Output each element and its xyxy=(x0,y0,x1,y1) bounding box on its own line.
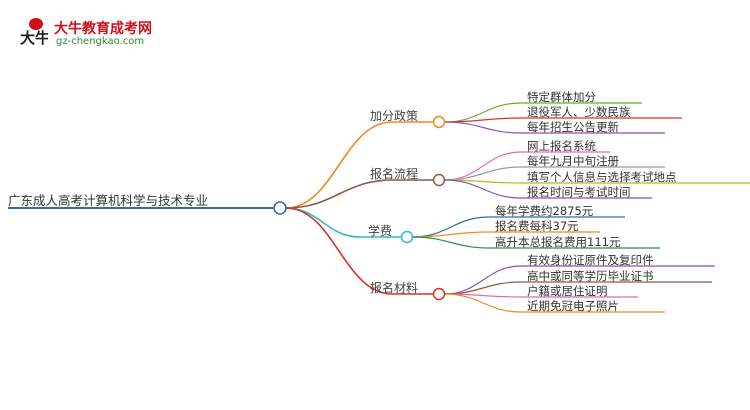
leaf-label: 户籍或居住证明 xyxy=(527,284,608,298)
logo-title: 大牛教育成考网 xyxy=(54,21,152,37)
logo-mark-text: 大牛 xyxy=(20,29,48,47)
branch-leaf-connector xyxy=(444,179,522,199)
branch-label: 学费 xyxy=(368,223,392,238)
logo-url: gz-chengkao.com xyxy=(56,36,145,47)
root-branch-connector xyxy=(285,121,393,209)
branch-label: 报名材料 xyxy=(370,280,418,295)
root-branch-connector xyxy=(285,179,393,209)
root-topic-label: 广东成人高考计算机科学与技术专业 xyxy=(8,193,208,208)
leaf-label: 报名时间与考试时间 xyxy=(527,185,631,199)
branch-leaf-connector xyxy=(444,265,522,295)
leaf-label: 高升本总报名费用111元 xyxy=(495,235,621,249)
branch-leaf-connector xyxy=(444,117,522,123)
leaf-label: 特定群体加分 xyxy=(527,90,596,104)
branch-leaf-connector xyxy=(444,102,522,123)
leaf-label: 网上报名系统 xyxy=(527,139,596,153)
branch-collapse-toggle[interactable] xyxy=(432,173,446,187)
branch-collapse-toggle[interactable] xyxy=(400,230,414,244)
branch-leaf-connector xyxy=(444,151,522,181)
branch-label: 报名流程 xyxy=(370,166,418,181)
leaf-label: 每年九月中旬注册 xyxy=(527,154,619,168)
root-branch-connector xyxy=(285,207,393,295)
leaf-label: 近期免冠电子照片 xyxy=(527,299,619,313)
leaf-label: 高中或同等学历毕业证书 xyxy=(527,269,654,283)
leaf-label: 每年招生公告更新 xyxy=(527,120,619,134)
branch-leaf-connector xyxy=(444,281,522,295)
root-branch-connector xyxy=(285,207,361,238)
branch-leaf-connector xyxy=(444,166,522,181)
branch-label: 加分政策 xyxy=(370,109,418,123)
leaf-label: 有效身份证原件及复印件 xyxy=(527,253,654,267)
root-collapse-toggle[interactable] xyxy=(273,201,287,215)
branch-leaf-connector xyxy=(412,236,490,249)
branch-leaf-connector xyxy=(444,293,522,313)
leaf-label: 每年学费约2875元 xyxy=(495,204,594,218)
logo-mark-icon: 大牛 xyxy=(20,18,48,47)
branch-leaf-connector xyxy=(412,231,490,238)
branch-collapse-toggle[interactable] xyxy=(432,115,446,129)
site-logo[interactable]: 大牛 大牛教育成考网 gz-chengkao.com xyxy=(18,14,168,54)
leaf-label: 填写个人信息与选择考试地点 xyxy=(527,170,677,184)
branch-leaf-connector xyxy=(444,121,522,134)
leaf-label: 退役军人、少数民族 xyxy=(527,105,631,119)
branch-collapse-toggle[interactable] xyxy=(432,287,446,301)
leaf-label: 报名费每科37元 xyxy=(495,219,579,233)
